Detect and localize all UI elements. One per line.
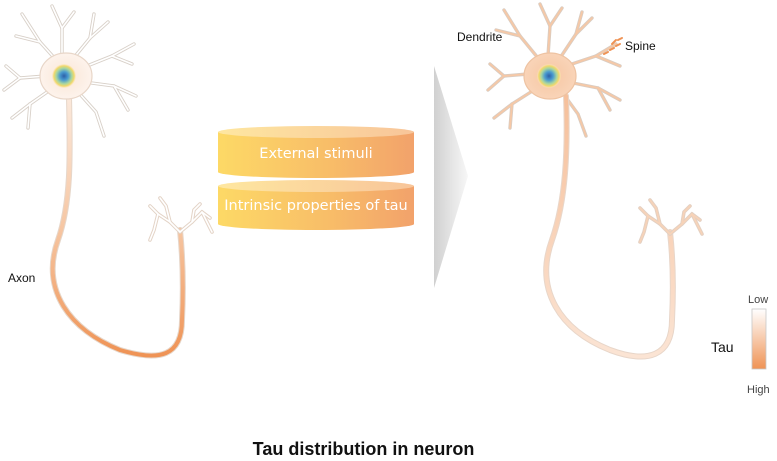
neuron-right-axon-terminal [638, 198, 704, 244]
spine-label: Spine [625, 39, 656, 53]
neuron-right-axon [543, 93, 676, 360]
figure-caption: Tau distribution in neuron [252, 439, 475, 459]
legend-high-label: High [747, 384, 770, 396]
legend-gradient-bar [751, 308, 767, 370]
neuron-left-nucleus [52, 64, 76, 88]
legend-low-label: Low [748, 294, 769, 306]
neuron-left-axon-terminal [148, 196, 214, 242]
transition-arrow [434, 66, 468, 288]
neuron-right-nucleus [537, 64, 561, 88]
factor-label-bottom: Intrinsic properties of tau [224, 198, 408, 214]
neuron-right [486, 2, 704, 360]
neuron-left-dendrites [2, 4, 138, 138]
axon-label: Axon [8, 271, 36, 285]
factor-label-top: External stimuli [259, 146, 373, 162]
neuron-left-axon [49, 93, 186, 359]
neuron-left [2, 4, 214, 359]
dendrite-label: Dendrite [457, 30, 503, 44]
spine-icon [603, 37, 623, 55]
factor-cylinder-top [218, 126, 414, 178]
factor-cylinder-bottom [218, 180, 414, 230]
legend-title: Tau [711, 339, 734, 355]
